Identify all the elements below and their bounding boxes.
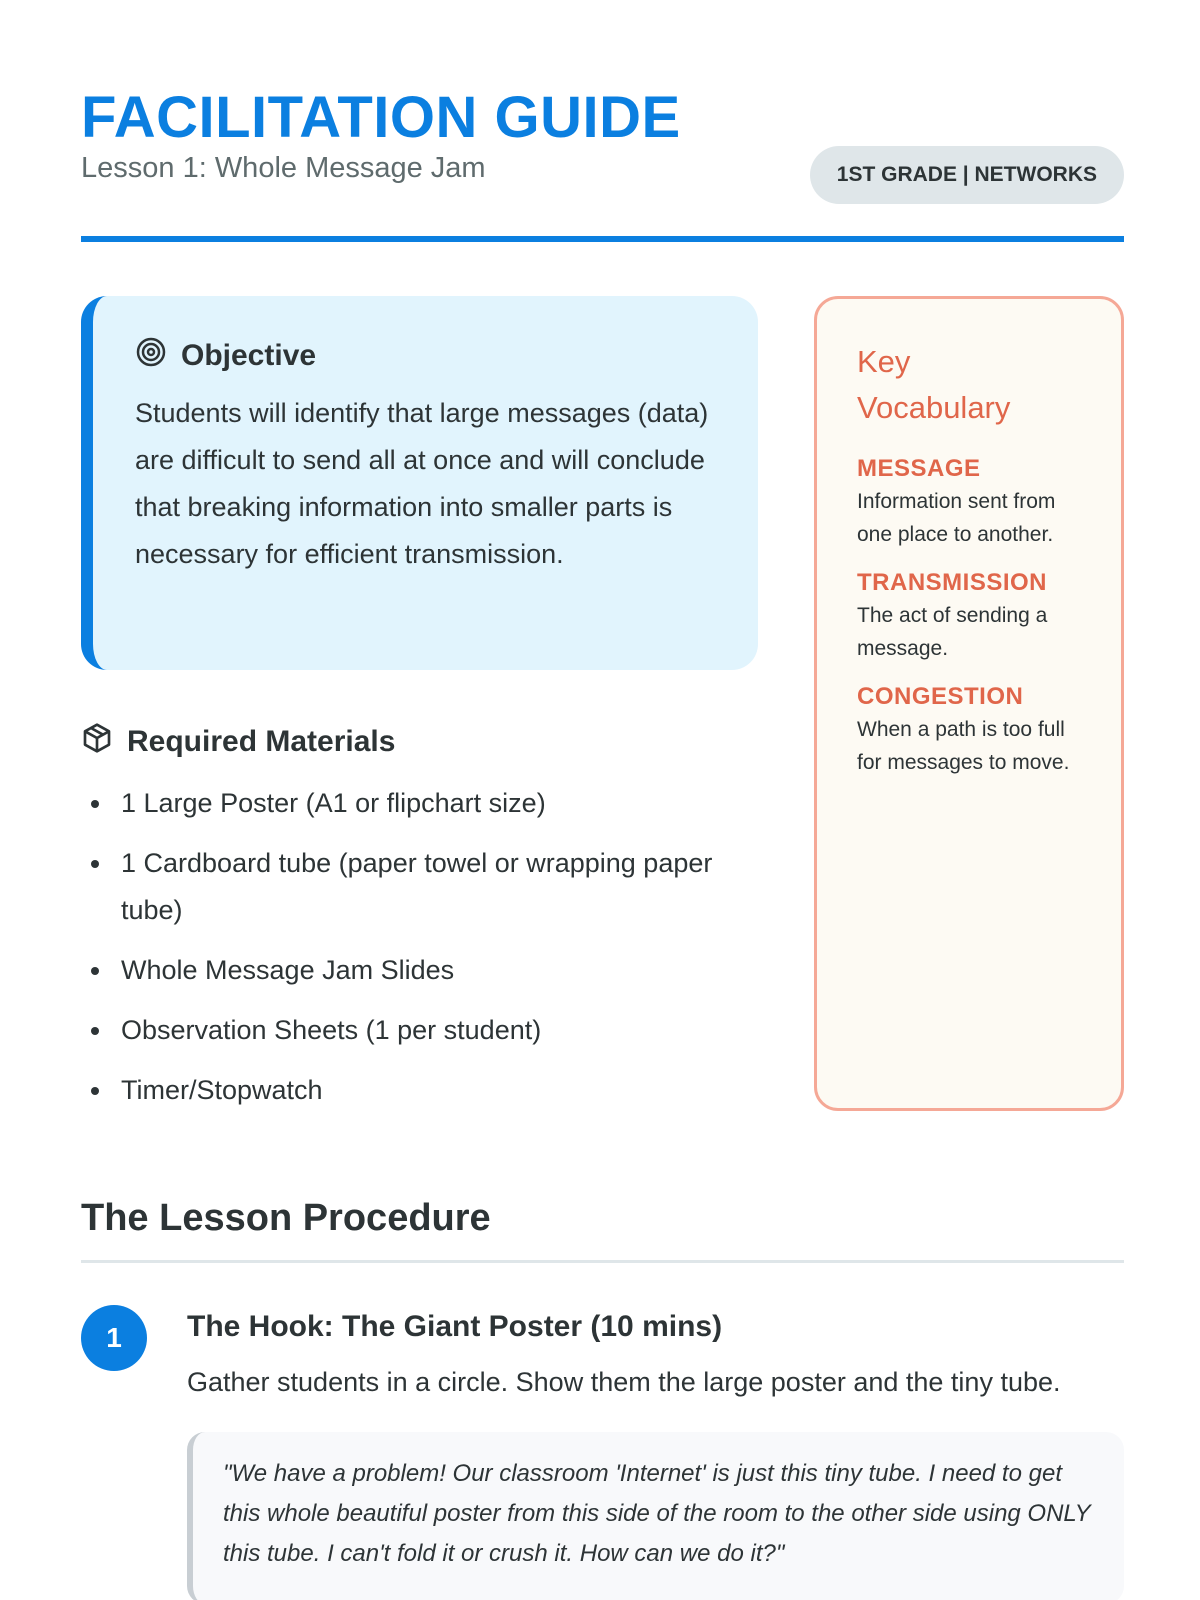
list-item: 1 Large Poster (A1 or flipchart size) — [81, 780, 758, 827]
teacher-script-quote: "We have a problem! Our classroom 'Inter… — [187, 1432, 1124, 1600]
vocabulary-card: Key Vocabulary MESSAGE Information sent … — [814, 296, 1124, 1111]
sidebar-column: Key Vocabulary MESSAGE Information sent … — [814, 296, 1124, 1127]
vocabulary-heading: Key Vocabulary — [857, 344, 1011, 425]
objective-heading: Objective — [181, 339, 317, 372]
vocab-definition: Information sent from one place to anoth… — [857, 490, 1056, 546]
materials-heading: Required Materials — [127, 725, 396, 758]
procedure-heading: The Lesson Procedure — [81, 1197, 1124, 1263]
content-grid: Objective Students will identify that la… — [81, 296, 1124, 1127]
vocab-definition: When a path is too full for messages to … — [857, 718, 1070, 774]
page-header: FACILITATION GUIDE Lesson 1: Whole Messa… — [81, 0, 1124, 242]
box-icon — [81, 722, 113, 762]
step-number: 1 — [81, 1305, 147, 1371]
materials-list: 1 Large Poster (A1 or flipchart size) 1 … — [81, 780, 758, 1114]
list-item: Whole Message Jam Slides — [81, 947, 758, 994]
page-title: FACILITATION GUIDE — [81, 85, 681, 150]
procedure-step: 1 The Hook: The Giant Poster (10 mins) G… — [81, 1303, 1124, 1600]
lesson-subtitle: Lesson 1: Whole Message Jam — [81, 152, 486, 184]
step-title: The Hook: The Giant Poster (10 mins) — [187, 1310, 723, 1343]
objective-card: Objective Students will identify that la… — [81, 296, 758, 670]
list-item: Timer/Stopwatch — [81, 1067, 758, 1114]
list-item: Observation Sheets (1 per student) — [81, 1007, 758, 1054]
main-column: Objective Students will identify that la… — [81, 296, 758, 1127]
target-icon — [135, 336, 167, 376]
grade-badge: 1ST GRADE | NETWORKS — [809, 146, 1124, 204]
vocab-term: TRANSMISSION — [857, 569, 1048, 596]
step-text: Gather students in a circle. Show them t… — [187, 1367, 1061, 1397]
vocab-definition: The act of sending a message. — [857, 604, 1048, 660]
vocab-term: MESSAGE — [857, 455, 981, 482]
vocab-term: CONGESTION — [857, 683, 1024, 710]
objective-text: Students will identify that large messag… — [135, 398, 709, 569]
list-item: 1 Cardboard tube (paper towel or wrappin… — [81, 840, 758, 934]
